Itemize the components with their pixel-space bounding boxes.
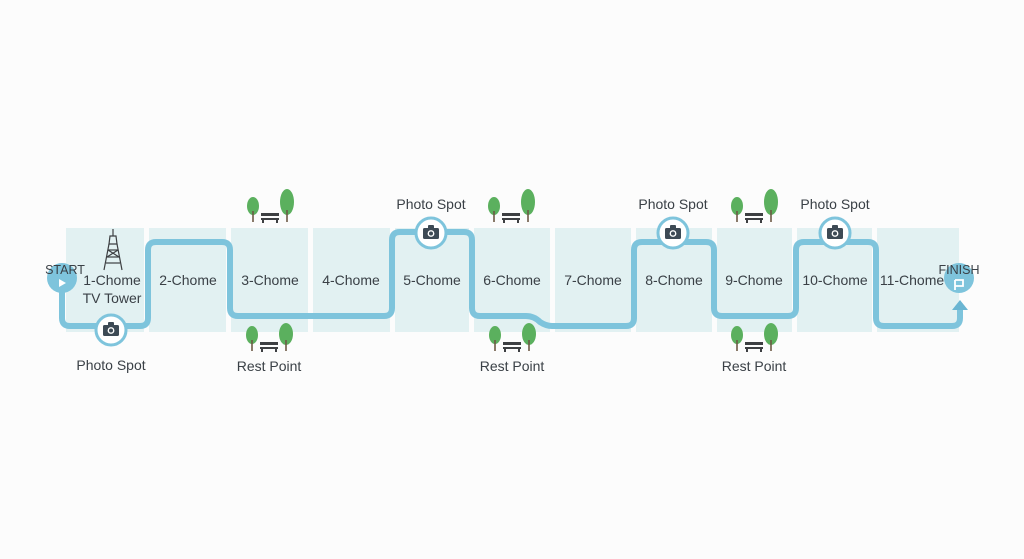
block-label-5: 5-Chome	[403, 272, 461, 288]
start-circle	[47, 263, 77, 293]
tower-icon	[103, 229, 123, 271]
photo-spot-label: Photo Spot	[638, 196, 707, 212]
bench-icon	[745, 213, 763, 223]
bench-icon	[503, 342, 521, 352]
bench-icon	[261, 213, 279, 223]
block-label-7: 7-Chome	[564, 272, 622, 288]
tree-icon	[764, 189, 778, 222]
play-icon	[59, 279, 66, 287]
tree-icon	[280, 189, 294, 222]
block-label-1: 1-Chome	[83, 272, 141, 288]
city-blocks	[66, 228, 959, 332]
park-top-9	[731, 189, 778, 223]
tree-icon	[764, 323, 778, 351]
photo-spot-10[interactable]: Photo Spot	[800, 196, 870, 250]
tree-icon	[731, 197, 743, 222]
tree-icon	[488, 197, 500, 222]
tree-icon	[731, 326, 743, 351]
rest-point-9[interactable]: Rest Point	[722, 323, 787, 374]
block-label-3: 3-Chome	[241, 272, 299, 288]
finish-arrow	[952, 300, 968, 310]
rest-point-label: Rest Point	[237, 358, 302, 374]
block-label-2: 2-Chome	[159, 272, 217, 288]
finish-marker[interactable]: FINISH	[939, 263, 980, 293]
block-labels: 1-Chome TV Tower 2-Chome 3-Chome 4-Chome…	[83, 272, 945, 306]
camera-icon	[665, 225, 681, 239]
bench-icon	[260, 342, 278, 352]
photo-spot-label: Photo Spot	[396, 196, 465, 212]
photo-spot-5[interactable]: Photo Spot	[396, 196, 466, 250]
block-label-10: 10-Chome	[802, 272, 868, 288]
photo-spot-1[interactable]: Photo Spot	[76, 313, 146, 373]
block-sublabel-1: TV Tower	[83, 290, 142, 306]
park-top-3	[247, 189, 294, 223]
camera-icon	[827, 225, 843, 239]
start-label: START	[45, 263, 85, 277]
block-2	[149, 228, 226, 332]
photo-spot-8[interactable]: Photo Spot	[638, 196, 708, 250]
block-label-8: 8-Chome	[645, 272, 703, 288]
park-bottom-3	[246, 323, 293, 352]
tree-icon	[522, 323, 536, 351]
rest-point-label: Rest Point	[480, 358, 545, 374]
camera-icon	[423, 225, 439, 239]
park-bottom-9	[731, 323, 778, 352]
flag-icon	[954, 279, 964, 290]
start-marker[interactable]: START	[45, 263, 85, 293]
route-path	[59, 229, 963, 329]
finish-label: FINISH	[939, 263, 980, 277]
block-label-11: 11-Chome	[880, 272, 945, 288]
block-7	[555, 228, 631, 332]
rest-point-3[interactable]: Rest Point	[237, 323, 302, 374]
tree-icon	[521, 189, 535, 222]
park-bottom-6	[489, 323, 536, 352]
tree-icon	[489, 326, 501, 351]
rest-point-label: Rest Point	[722, 358, 787, 374]
camera-icon	[103, 322, 119, 336]
bench-icon	[502, 213, 520, 223]
rest-point-6[interactable]: Rest Point	[480, 323, 545, 374]
block-label-4: 4-Chome	[322, 272, 380, 288]
finish-circle	[944, 263, 974, 293]
block-label-9: 9-Chome	[725, 272, 783, 288]
block-label-6: 6-Chome	[483, 272, 541, 288]
photo-spot-label: Photo Spot	[76, 357, 145, 373]
tree-icon	[246, 326, 258, 351]
photo-spot-label: Photo Spot	[800, 196, 869, 212]
tree-icon	[247, 197, 259, 222]
tree-icon	[279, 323, 293, 351]
park-top-6	[488, 189, 535, 223]
bench-icon	[745, 342, 763, 352]
